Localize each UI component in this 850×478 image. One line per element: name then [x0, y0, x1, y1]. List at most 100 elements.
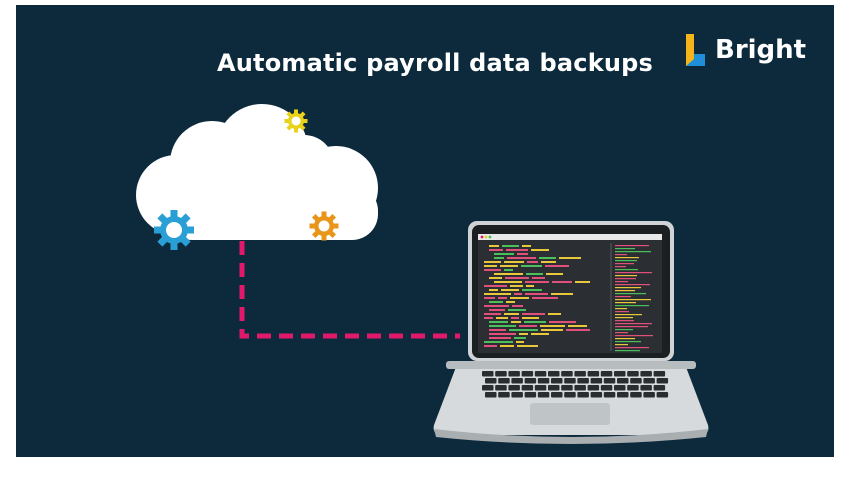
code-line [516, 341, 524, 343]
keyboard-key [653, 385, 666, 391]
code-line [505, 277, 529, 279]
keyboard-key [653, 371, 666, 377]
code-line [549, 321, 576, 323]
keyboard-key [508, 371, 520, 377]
keyboard-key [640, 385, 652, 391]
code-line [531, 333, 549, 335]
minimap-line [615, 299, 651, 301]
code-line [551, 293, 573, 295]
minimap-line [615, 290, 635, 292]
minimap-line [615, 287, 641, 289]
keyboard-key [537, 392, 550, 398]
brand-name: Bright [715, 35, 807, 65]
minimap-line [615, 302, 636, 304]
keyboard-key [521, 371, 534, 377]
code-line [506, 301, 515, 303]
keyboard-key [630, 392, 642, 398]
code-line [489, 329, 506, 331]
minimap-line [615, 323, 652, 325]
code-line [517, 253, 528, 255]
minimap-line [615, 338, 635, 340]
keyboard-key [537, 378, 550, 384]
code-line [566, 329, 590, 331]
code-line [514, 337, 526, 339]
code-line [498, 297, 507, 299]
keyboard-key [534, 371, 547, 377]
illustration [136, 104, 709, 444]
code-line [522, 317, 539, 319]
keyboard-key [495, 371, 507, 377]
minimap-line [615, 320, 634, 322]
code-line [489, 333, 516, 335]
code-line [489, 337, 511, 339]
keyboard-key [482, 385, 494, 391]
keyboard-key [561, 385, 573, 391]
keyboard-key [600, 371, 613, 377]
minimap-line [615, 296, 631, 298]
keyboard-key [564, 392, 576, 398]
code-line [489, 301, 503, 303]
keyboard-key [564, 378, 576, 384]
slide-title: Automatic payroll data backups [216, 49, 654, 77]
code-line [501, 289, 519, 291]
trackpad [530, 403, 610, 425]
code-line [524, 321, 546, 323]
code-line [509, 329, 538, 331]
keyboard [482, 371, 669, 398]
keyboard-key [577, 378, 589, 384]
minimap-line [615, 314, 642, 316]
minimap-line [615, 248, 635, 250]
minimap-line [615, 350, 640, 352]
keyboard-key [551, 378, 563, 384]
keyboard-key [548, 385, 560, 391]
keyboard-key [482, 371, 494, 377]
keyboard-key [561, 371, 573, 377]
keyboard-key [485, 378, 497, 384]
code-line [504, 313, 519, 315]
keyboard-key [511, 392, 523, 398]
minimap-line [615, 335, 653, 337]
code-line [504, 269, 513, 271]
minimap-line [615, 326, 648, 328]
keyboard-key [617, 378, 629, 384]
code-line [484, 265, 497, 267]
code-line [484, 317, 493, 319]
code-line [546, 273, 563, 275]
minimap-line [615, 266, 626, 268]
code-line [500, 345, 514, 347]
keyboard-key [640, 371, 652, 377]
code-line [489, 245, 499, 247]
keyboard-key [548, 371, 560, 377]
gear-icon [154, 210, 194, 250]
minimap-line [615, 284, 650, 286]
code-line [484, 305, 509, 307]
keyboard-key [590, 378, 603, 384]
gear-icon [284, 109, 308, 133]
code-line [484, 261, 501, 263]
keyboard-key [587, 385, 600, 391]
code-line [527, 261, 538, 263]
minimap-line [615, 311, 629, 313]
code-line [525, 293, 548, 295]
keyboard-key [521, 385, 534, 391]
code-line [559, 257, 581, 259]
minimap-line [615, 269, 638, 271]
keyboard-key [508, 385, 520, 391]
minimap-line [615, 344, 628, 346]
code-line [511, 321, 521, 323]
keyboard-key [524, 378, 537, 384]
minimap-line [615, 341, 641, 343]
keyboard-key [656, 378, 669, 384]
code-line [575, 281, 590, 283]
code-line [519, 325, 537, 327]
minimap-line [615, 329, 633, 331]
minimap-line [615, 257, 639, 259]
code-line [489, 277, 502, 279]
keyboard-key [614, 371, 626, 377]
code-line [514, 293, 522, 295]
code-line [517, 345, 538, 347]
keyboard-key [511, 378, 523, 384]
code-line [484, 269, 501, 271]
code-line [494, 253, 514, 255]
code-line [489, 321, 508, 323]
